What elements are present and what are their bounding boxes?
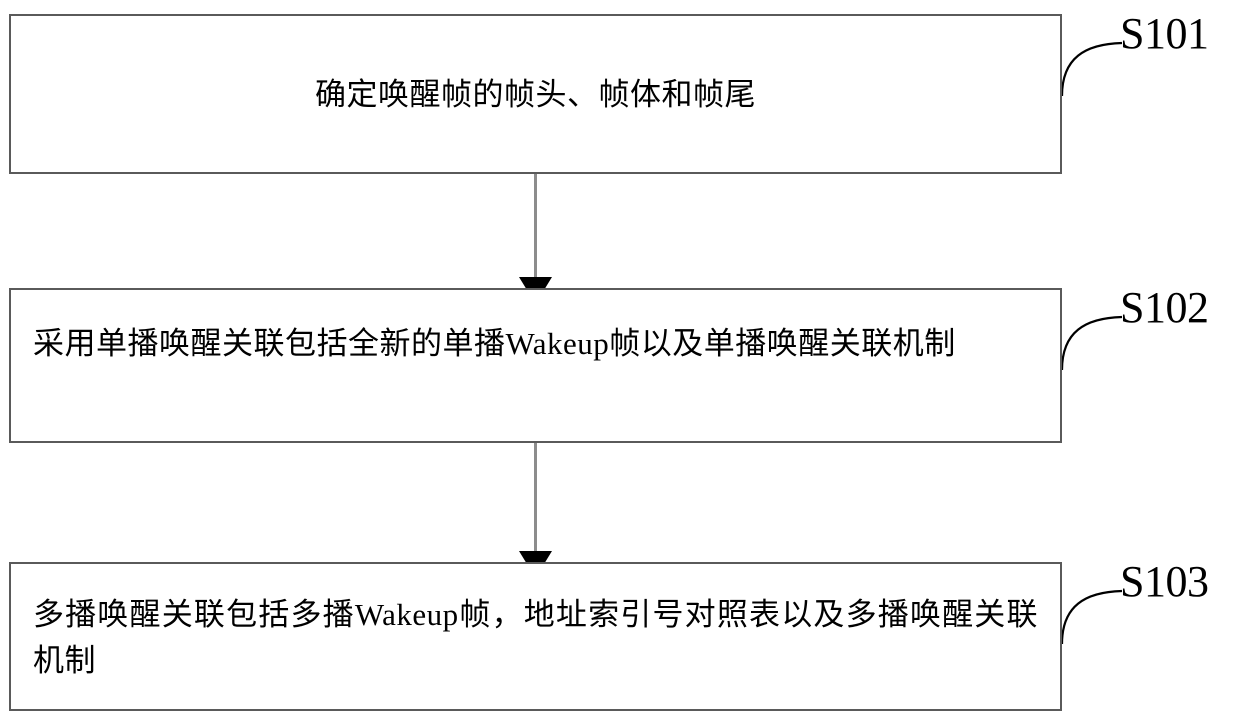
process-box-s101-text: 确定唤醒帧的帧头、帧体和帧尾 (315, 77, 756, 112)
process-box-s102-text: 采用单播唤醒关联包括全新的单播Wakeup帧以及单播唤醒关联机制 (33, 326, 956, 361)
process-box-s103-text: 多播唤醒关联包括多播Wakeup帧，地址索引号对照表以及多播唤醒关联机制 (33, 597, 1038, 678)
connector-s101-s102 (519, 174, 552, 304)
process-box-s101: 确定唤醒帧的帧头、帧体和帧尾 (9, 14, 1062, 174)
step-label-s101: S101 (1120, 9, 1209, 58)
step-label-s103: S103 (1120, 557, 1209, 606)
leader-line-s103 (1060, 589, 1123, 645)
process-box-s102: 采用单播唤醒关联包括全新的单播Wakeup帧以及单播唤醒关联机制 (9, 288, 1062, 443)
leader-line-s102 (1060, 315, 1123, 371)
process-box-s103: 多播唤醒关联包括多播Wakeup帧，地址索引号对照表以及多播唤醒关联机制 (9, 562, 1062, 711)
connector-s102-s103 (519, 443, 552, 578)
leader-line-s101 (1060, 41, 1123, 97)
step-label-s102: S102 (1120, 283, 1209, 332)
